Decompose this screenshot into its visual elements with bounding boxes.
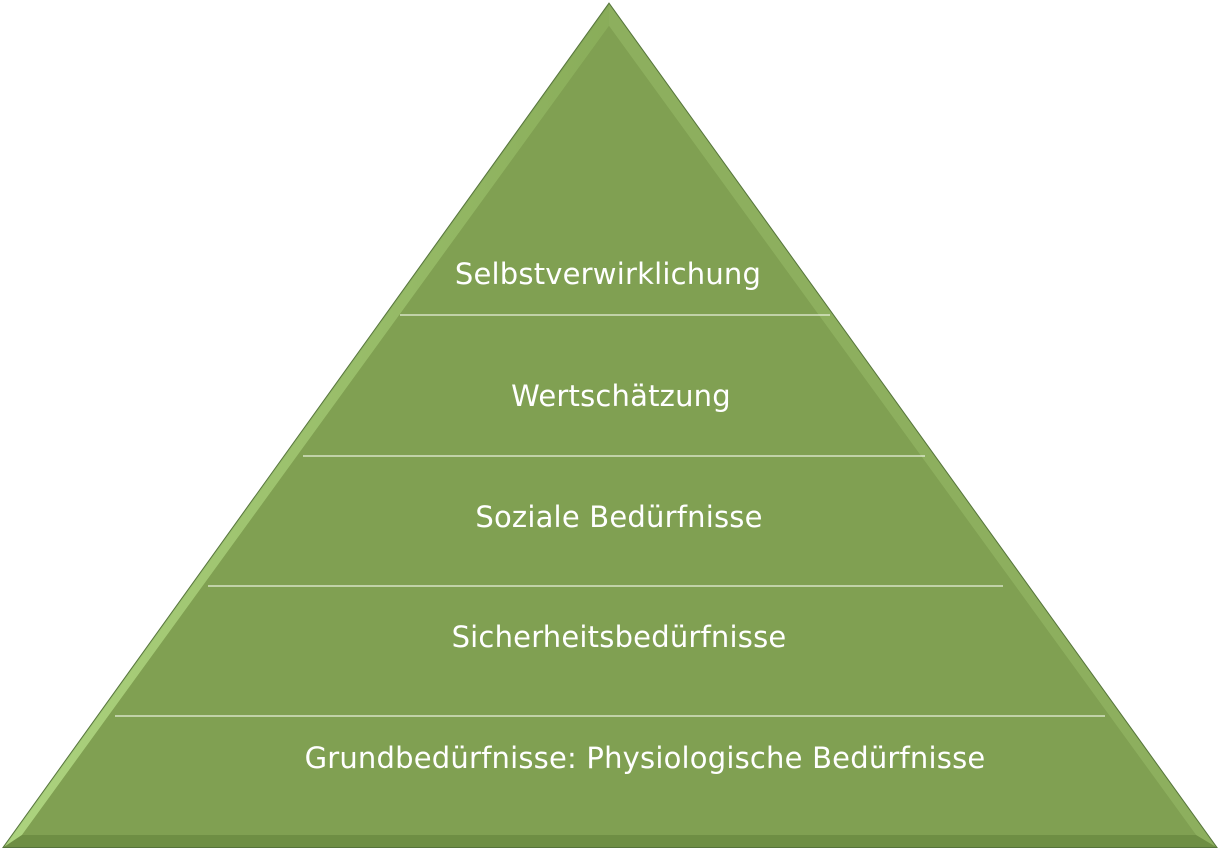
pyramid-face — [22, 26, 1196, 835]
level-label-self-actualization: Selbstverwirklichung — [454, 257, 762, 291]
level-label-social: Soziale Bedürfnisse — [475, 500, 763, 534]
level-label-physiological: Grundbedürfnisse: Physiologische Bedürfn… — [304, 741, 986, 775]
level-label-safety: Sicherheitsbedürfnisse — [451, 620, 787, 654]
level-label-esteem: Wertschätzung — [511, 379, 731, 413]
left-bevel — [4, 4, 609, 847]
bottom-bevel — [4, 835, 1216, 847]
right-bevel — [609, 4, 1216, 847]
